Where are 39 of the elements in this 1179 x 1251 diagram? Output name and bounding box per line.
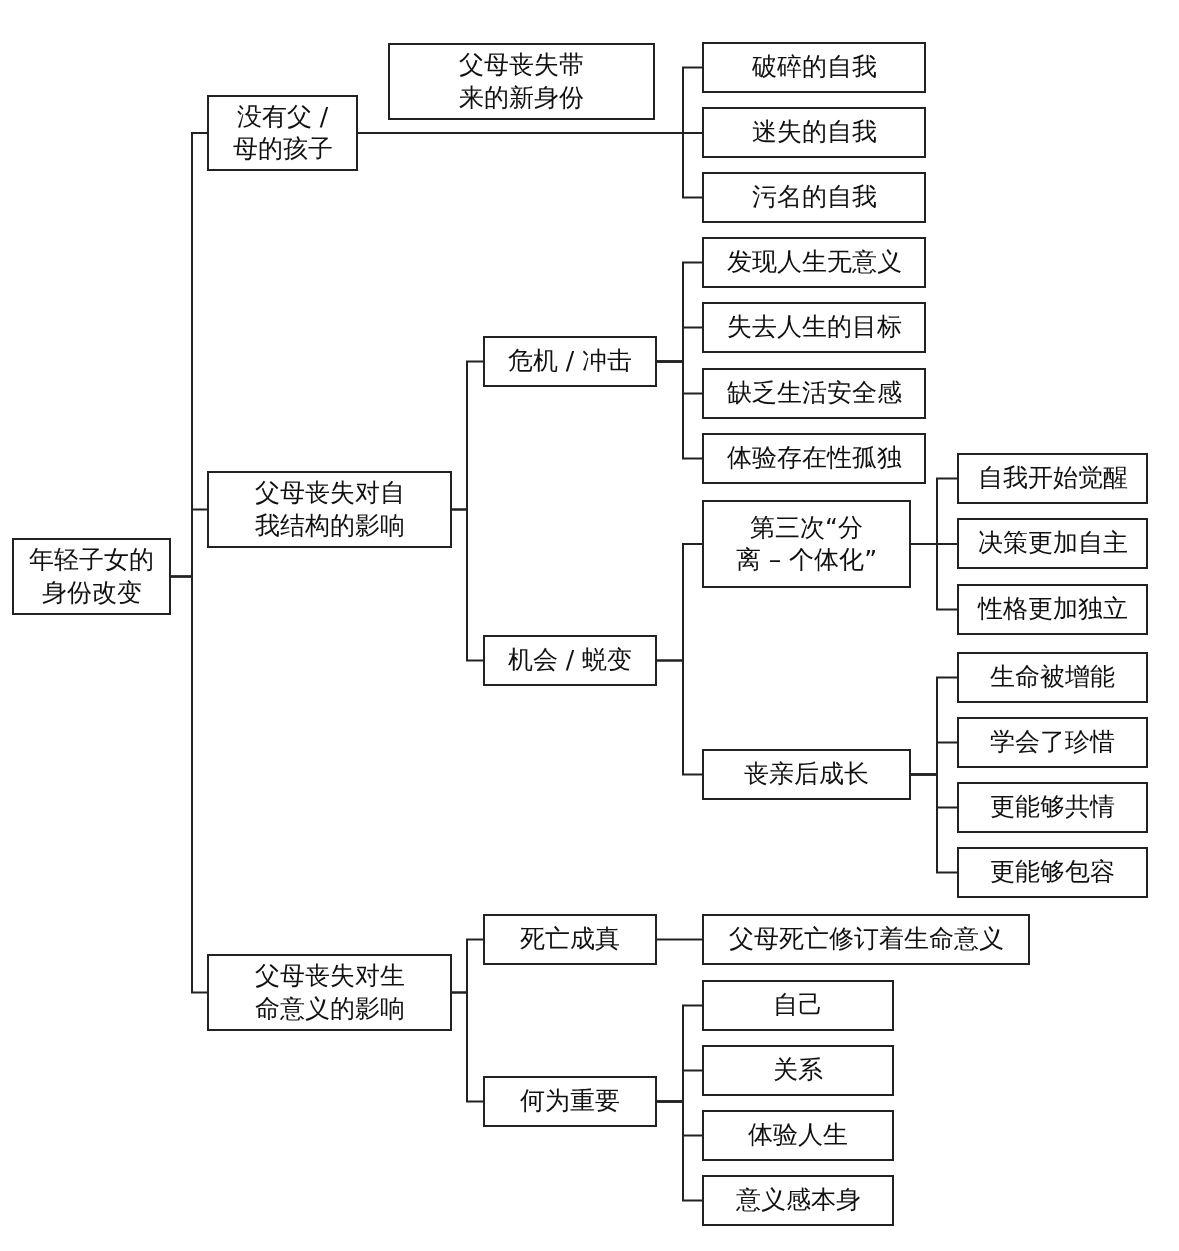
text-box: 更能够包容	[957, 847, 1148, 898]
text-box: 学会了珍惜	[957, 717, 1148, 768]
text-box: 第三次“分离 – 个体化”	[702, 500, 911, 588]
text-box: 生命被增能	[957, 652, 1148, 703]
text-box: 父母死亡修订着生命意义	[702, 914, 1030, 965]
text-box: 自我开始觉醒	[957, 453, 1148, 504]
text-box: 父母丧失对生命意义的影响	[207, 954, 452, 1031]
connector-line	[910, 543, 958, 611]
text-box: 失去人生的目标	[702, 302, 926, 353]
text-box: 缺乏生活安全感	[702, 368, 926, 419]
connector-line	[451, 991, 484, 1103]
text-box: 迷失的自我	[702, 107, 926, 158]
text-box: 父母丧失对自我结构的影响	[207, 471, 452, 548]
connector-line	[170, 575, 208, 994]
connector-line	[451, 508, 484, 662]
text-box: 何为重要	[483, 1076, 657, 1127]
text-box: 自己	[702, 980, 894, 1031]
text-box: 体验人生	[702, 1110, 894, 1161]
connector-line	[656, 1100, 703, 1202]
text-box: 关系	[702, 1045, 894, 1096]
text-box: 决策更加自主	[957, 518, 1148, 569]
text-box: 死亡成真	[483, 914, 657, 965]
connector-line	[656, 659, 703, 776]
text-box: 发现人生无意义	[702, 237, 926, 288]
text-box: 更能够共情	[957, 782, 1148, 833]
text-box: 丧亲后成长	[702, 749, 911, 800]
text-box: 机会 / 蜕变	[483, 635, 657, 686]
text-box: 性格更加独立	[957, 584, 1148, 635]
text-box: 意义感本身	[702, 1175, 894, 1226]
connector-line	[656, 938, 703, 941]
text-box: 没有父 / 母的孩子	[207, 95, 358, 171]
text-box: 父母丧失带来的新身份	[388, 43, 655, 120]
text-box: 危机 / 冲击	[483, 336, 657, 387]
root-box: 年轻子女的身份改变	[12, 538, 171, 615]
connector-line	[656, 360, 703, 460]
text-box: 污名的自我	[702, 172, 926, 223]
text-box: 破碎的自我	[702, 42, 926, 93]
text-box: 体验存在性孤独	[702, 433, 926, 484]
connector-line	[910, 773, 958, 874]
